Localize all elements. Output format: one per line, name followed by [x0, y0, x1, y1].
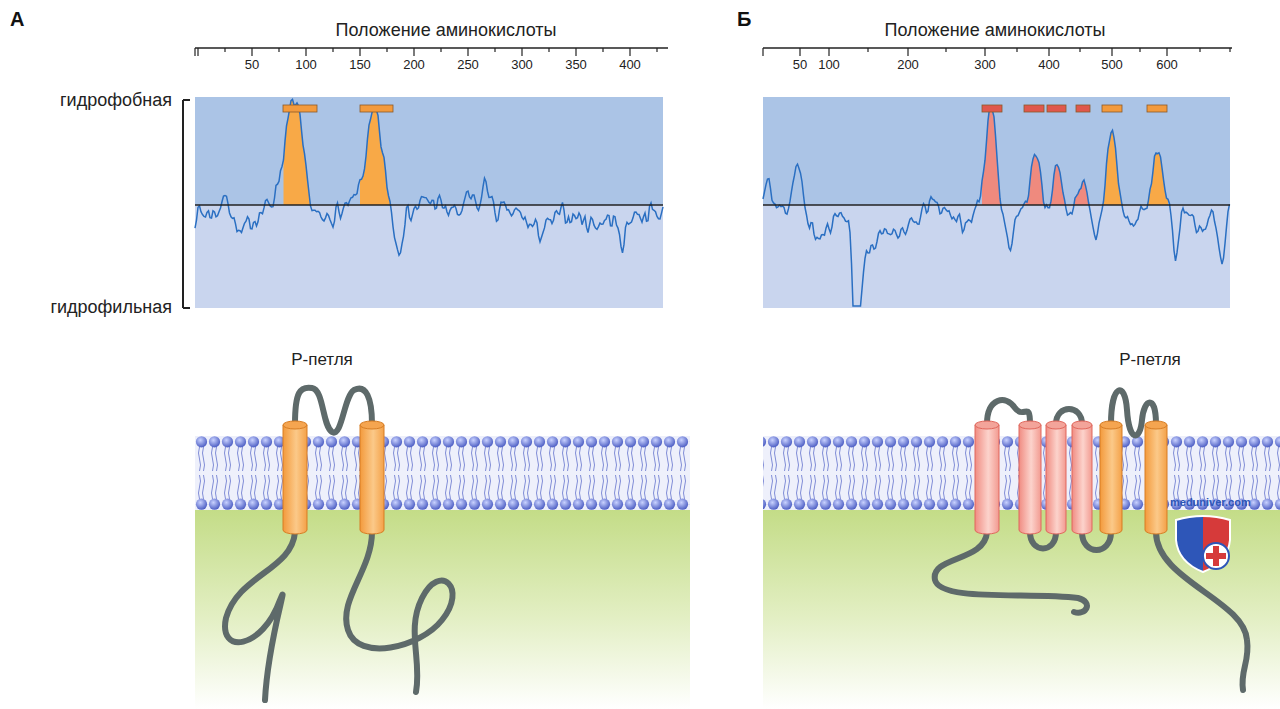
tick-label: 500 — [1101, 58, 1123, 73]
segment-marker — [1047, 105, 1066, 112]
axis-line — [195, 47, 668, 49]
tick-label: 250 — [457, 58, 479, 73]
helix-cylinder — [975, 421, 999, 534]
segment-marker — [982, 105, 1002, 112]
segment-marker — [283, 105, 317, 112]
watermark: meduniver.com — [1170, 496, 1251, 509]
tick-mark — [413, 48, 414, 56]
axis-title: Положение аминокислоты — [336, 20, 557, 41]
tick-mark — [386, 48, 387, 52]
tick-label: 400 — [1038, 58, 1060, 73]
tick-mark — [494, 48, 495, 52]
tick-mark — [194, 48, 195, 56]
tick-mark — [945, 48, 946, 52]
tick-mark — [1166, 48, 1167, 56]
hydropathy-curve — [195, 99, 1230, 306]
tick-label: 300 — [974, 58, 996, 73]
hydropathy-line — [195, 99, 663, 255]
scale-bracket — [183, 100, 190, 308]
helix-cylinder — [1019, 421, 1041, 534]
helix-cylinder — [360, 421, 384, 534]
lipid-bilayer — [195, 436, 690, 510]
axis-title: Положение аминокислоты — [885, 20, 1106, 41]
tick-mark — [440, 48, 441, 52]
helix-cylinder — [1046, 421, 1066, 534]
hydrophobic-zone — [195, 97, 663, 205]
tick-mark — [828, 48, 829, 56]
axis-ticks — [195, 48, 1230, 56]
segment-markers — [283, 105, 1167, 112]
tick-label: 50 — [245, 58, 259, 73]
watermark-shield — [1176, 516, 1230, 572]
tick-label: 400 — [619, 58, 641, 73]
cytoplasm — [763, 508, 1280, 709]
tick-mark — [251, 48, 252, 56]
tick-label: 350 — [565, 58, 587, 73]
tick-mark — [1199, 48, 1200, 52]
hydrophobic-segments — [284, 99, 1169, 205]
axis-line — [763, 47, 1232, 49]
tick-mark — [1229, 48, 1230, 52]
tick-label: 200 — [403, 58, 425, 73]
tick-mark — [359, 48, 360, 56]
helix-cylinder — [283, 421, 307, 534]
helix-cylinder — [1100, 421, 1122, 534]
tick-label: 50 — [793, 58, 807, 73]
zero-line — [763, 204, 1230, 206]
tick-mark — [602, 48, 603, 52]
tick-mark — [332, 48, 333, 52]
tick-label: 100 — [295, 58, 317, 73]
tick-mark — [305, 48, 306, 56]
tick-mark — [1079, 48, 1080, 52]
scale-label: гидрофобная — [60, 90, 172, 111]
cytoplasm — [195, 508, 690, 709]
segment-marker — [1147, 105, 1167, 112]
segment-marker — [360, 105, 393, 112]
tick-mark — [224, 48, 225, 52]
tick-mark — [1111, 48, 1112, 56]
loop-label: Р-петля — [291, 350, 353, 370]
scale-label: гидрофильная — [50, 297, 172, 318]
tick-mark — [521, 48, 522, 56]
tick-mark — [467, 48, 468, 56]
tick-mark — [629, 48, 630, 56]
helix-cylinder — [1072, 421, 1092, 534]
transmembrane-helices — [283, 421, 1167, 534]
tick-label: 600 — [1156, 58, 1178, 73]
panel-letter: А — [10, 8, 24, 31]
hydropathy-line — [763, 108, 1230, 306]
tick-mark — [867, 48, 868, 52]
tick-mark — [197, 48, 198, 56]
tick-mark — [984, 48, 985, 56]
loop-label: Р-петля — [1119, 350, 1181, 370]
tick-mark — [548, 48, 549, 52]
tick-mark — [575, 48, 576, 56]
tick-mark — [1139, 48, 1140, 52]
segment-marker — [1102, 105, 1122, 112]
helix-cylinder — [1145, 421, 1167, 534]
tick-label: 150 — [349, 58, 371, 73]
tick-mark — [278, 48, 279, 52]
tick-mark — [762, 48, 763, 56]
polypeptide-chain — [225, 388, 1248, 700]
tick-mark — [656, 48, 657, 52]
tick-mark — [1016, 48, 1017, 52]
tick-label: 300 — [511, 58, 533, 73]
tick-mark — [799, 48, 800, 56]
tick-mark — [907, 48, 908, 56]
tick-label: 100 — [818, 58, 840, 73]
segment-marker — [1076, 105, 1090, 112]
panel-letter: Б — [737, 8, 751, 31]
membrane — [195, 436, 690, 510]
tick-mark — [1048, 48, 1049, 56]
tick-label: 200 — [897, 58, 919, 73]
zero-line — [195, 204, 663, 206]
segment-marker — [1024, 105, 1044, 112]
